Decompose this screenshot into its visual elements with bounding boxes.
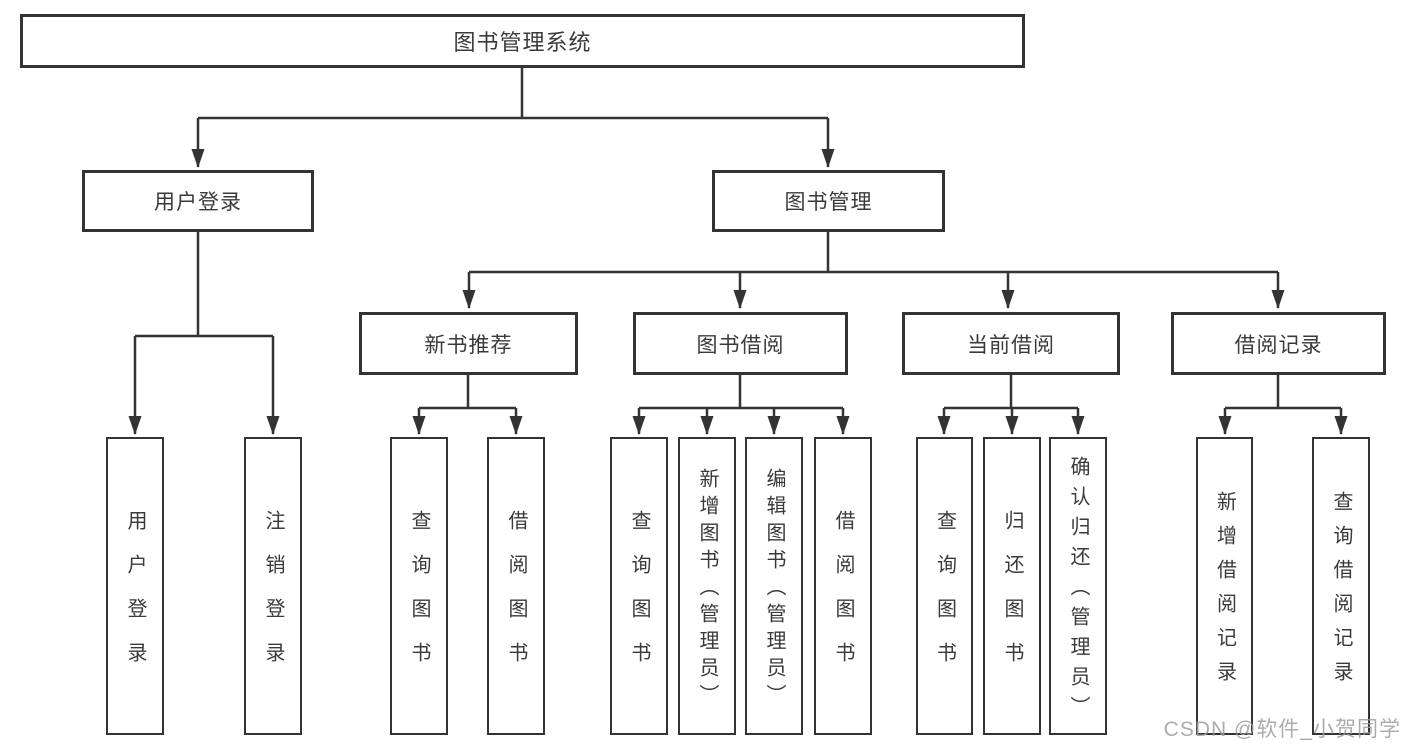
watermark: CSDN @软件_小贺同学 [1163,718,1401,741]
node-root: 图书管理系统 [20,14,1025,68]
leaf-borrow-books-recommend: 借阅图书 [487,437,545,735]
leaf-add-book-admin: 新增图书（管理员） [678,437,736,735]
node-book-management-label: 图书管理 [784,191,873,214]
leaf-logout: 注销登录 [244,437,302,735]
node-root-label: 图书管理系统 [453,30,592,55]
node-current-borrowing-label: 当前借阅 [967,333,1055,357]
leaf-logout-label: 注销登录 [262,510,284,686]
node-book-borrowing-label: 图书借阅 [696,333,785,357]
node-new-book-recommend: 新书推荐 [359,312,578,375]
node-user-login: 用户登录 [82,170,314,232]
connector [135,68,1341,410]
leaf-borrow-books-borrowing-label: 借阅图书 [832,510,854,686]
leaf-add-borrow-record-label: 新增借阅记录 [1213,491,1236,695]
leaf-edit-book-admin-label: 编辑图书（管理员） [763,468,785,711]
leaf-return-books-label: 归还图书 [1001,510,1023,686]
node-current-borrowing: 当前借阅 [902,312,1120,375]
leaf-query-books-borrowing-label: 查询图书 [628,510,650,686]
leaf-borrow-books-recommend-label: 借阅图书 [505,510,527,686]
leaf-query-books-current: 查询图书 [916,437,973,735]
leaf-user-login: 用户登录 [106,437,164,735]
leaf-query-borrow-record-label: 查询借阅记录 [1330,491,1352,695]
leaf-confirm-return-admin-label: 确认归还（管理员） [1067,456,1089,726]
node-new-book-recommend-label: 新书推荐 [424,333,513,357]
node-book-borrowing: 图书借阅 [633,312,848,375]
leaf-confirm-return-admin: 确认归还（管理员） [1049,437,1107,735]
node-borrowing-records: 借阅记录 [1171,312,1386,375]
node-borrowing-records-label: 借阅记录 [1234,333,1323,357]
leaf-user-login-label: 用户登录 [124,510,146,686]
leaf-add-borrow-record: 新增借阅记录 [1196,437,1253,735]
leaf-return-books: 归还图书 [983,437,1041,735]
leaf-query-books-borrowing: 查询图书 [610,437,668,735]
leaf-query-books-current-label: 查询图书 [933,510,956,686]
leaf-borrow-books-borrowing: 借阅图书 [814,437,872,735]
leaf-add-book-admin-label: 新增图书（管理员） [696,468,718,711]
leaf-query-books-recommend-label: 查询图书 [408,510,430,686]
leaf-edit-book-admin: 编辑图书（管理员） [745,437,803,735]
leaf-query-borrow-record: 查询借阅记录 [1312,437,1370,735]
node-user-login-label: 用户登录 [154,191,242,214]
leaf-query-books-recommend: 查询图书 [390,437,448,735]
node-book-management: 图书管理 [712,170,945,232]
